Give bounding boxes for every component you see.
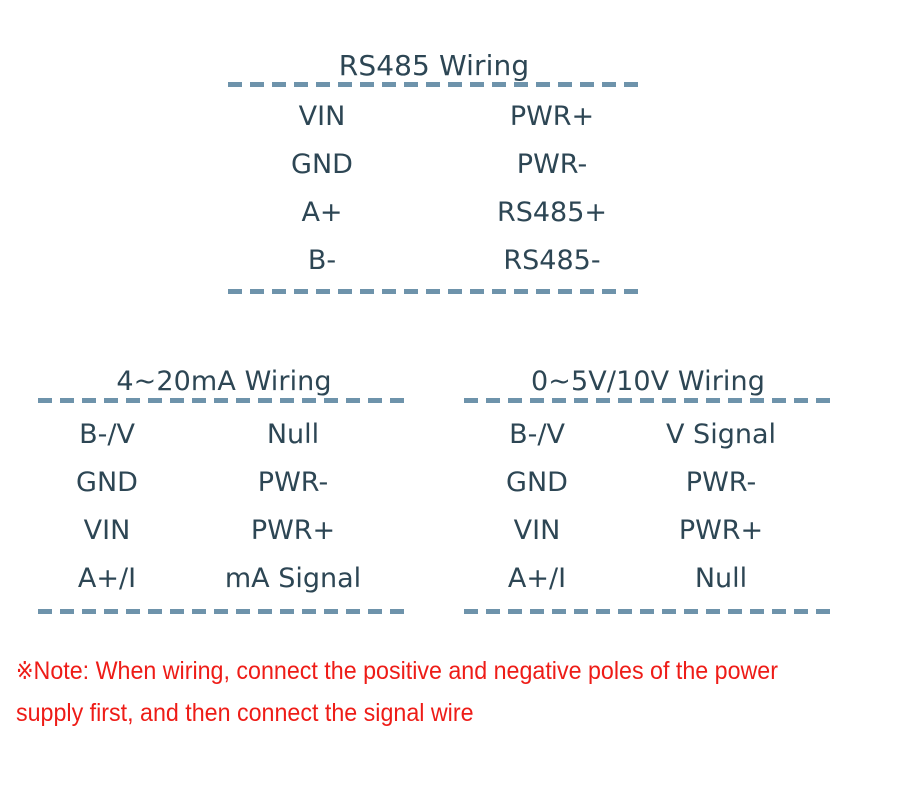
connection-label: PWR- xyxy=(257,467,329,498)
current-loop-wiring-block: 4~20mA Wiring B-/V Null GND PWR- VIN PWR… xyxy=(24,366,424,614)
terminal-label: B- xyxy=(307,245,337,276)
voltage-title: 0~5V/10V Wiring xyxy=(531,366,765,397)
connection-label: RS485+ xyxy=(496,197,608,228)
connection-label: PWR+ xyxy=(250,515,336,546)
table-row: GND PWR- xyxy=(222,141,690,189)
connection-label: Null xyxy=(694,563,748,594)
rs485-wiring-block: RS485 Wiring VIN PWR+ GND PWR- A+ RS485+… xyxy=(178,50,690,294)
table-row: B- RS485- xyxy=(222,237,690,285)
connection-label: mA Signal xyxy=(224,563,362,594)
terminal-label: A+/I xyxy=(507,563,567,594)
wiring-note-text: Note: When wiring, connect the positive … xyxy=(16,657,778,727)
terminal-label: A+/I xyxy=(77,563,137,594)
table-row: VIN PWR+ xyxy=(452,507,844,555)
terminal-label: B-/V xyxy=(509,419,565,450)
terminal-label: A+ xyxy=(301,197,343,228)
connection-label: PWR- xyxy=(685,467,757,498)
reference-mark-icon: ※ xyxy=(16,657,34,685)
terminal-label: VIN xyxy=(513,515,561,546)
wiring-note: ※Note: When wiring, connect the positive… xyxy=(16,650,823,734)
current-loop-bottom-divider xyxy=(38,609,410,614)
connection-label: V Signal xyxy=(666,419,776,450)
connection-label: PWR- xyxy=(516,149,588,180)
current-loop-top-divider xyxy=(38,398,410,403)
connection-label: PWR+ xyxy=(509,101,595,132)
terminal-label: VIN xyxy=(83,515,131,546)
voltage-row-list: B-/V V Signal GND PWR- VIN PWR+ A+/I Nul… xyxy=(452,403,844,603)
connection-label: RS485- xyxy=(503,245,601,276)
voltage-top-divider xyxy=(464,398,832,403)
table-row: VIN PWR+ xyxy=(222,93,690,141)
terminal-label: GND xyxy=(76,467,138,498)
table-row: A+/I mA Signal xyxy=(24,555,424,603)
rs485-title: RS485 Wiring xyxy=(338,49,530,82)
terminal-label: GND xyxy=(291,149,353,180)
voltage-bottom-divider xyxy=(464,609,832,614)
terminal-label: GND xyxy=(506,467,568,498)
connection-label: PWR+ xyxy=(678,515,764,546)
terminal-label: VIN xyxy=(298,101,346,132)
rs485-bottom-divider xyxy=(228,289,640,294)
rs485-row-list: VIN PWR+ GND PWR- A+ RS485+ B- RS485- xyxy=(222,87,690,285)
current-loop-row-list: B-/V Null GND PWR- VIN PWR+ A+/I mA Sign… xyxy=(24,403,424,603)
terminal-label: B-/V xyxy=(79,419,135,450)
current-loop-title: 4~20mA Wiring xyxy=(116,366,332,397)
table-row: GND PWR- xyxy=(24,459,424,507)
table-row: VIN PWR+ xyxy=(24,507,424,555)
table-row: A+ RS485+ xyxy=(222,189,690,237)
connection-label: Null xyxy=(266,419,320,450)
voltage-wiring-block: 0~5V/10V Wiring B-/V V Signal GND PWR- V… xyxy=(452,366,844,614)
rs485-top-divider xyxy=(228,82,640,87)
table-row: B-/V V Signal xyxy=(452,411,844,459)
table-row: B-/V Null xyxy=(24,411,424,459)
table-row: GND PWR- xyxy=(452,459,844,507)
table-row: A+/I Null xyxy=(452,555,844,603)
